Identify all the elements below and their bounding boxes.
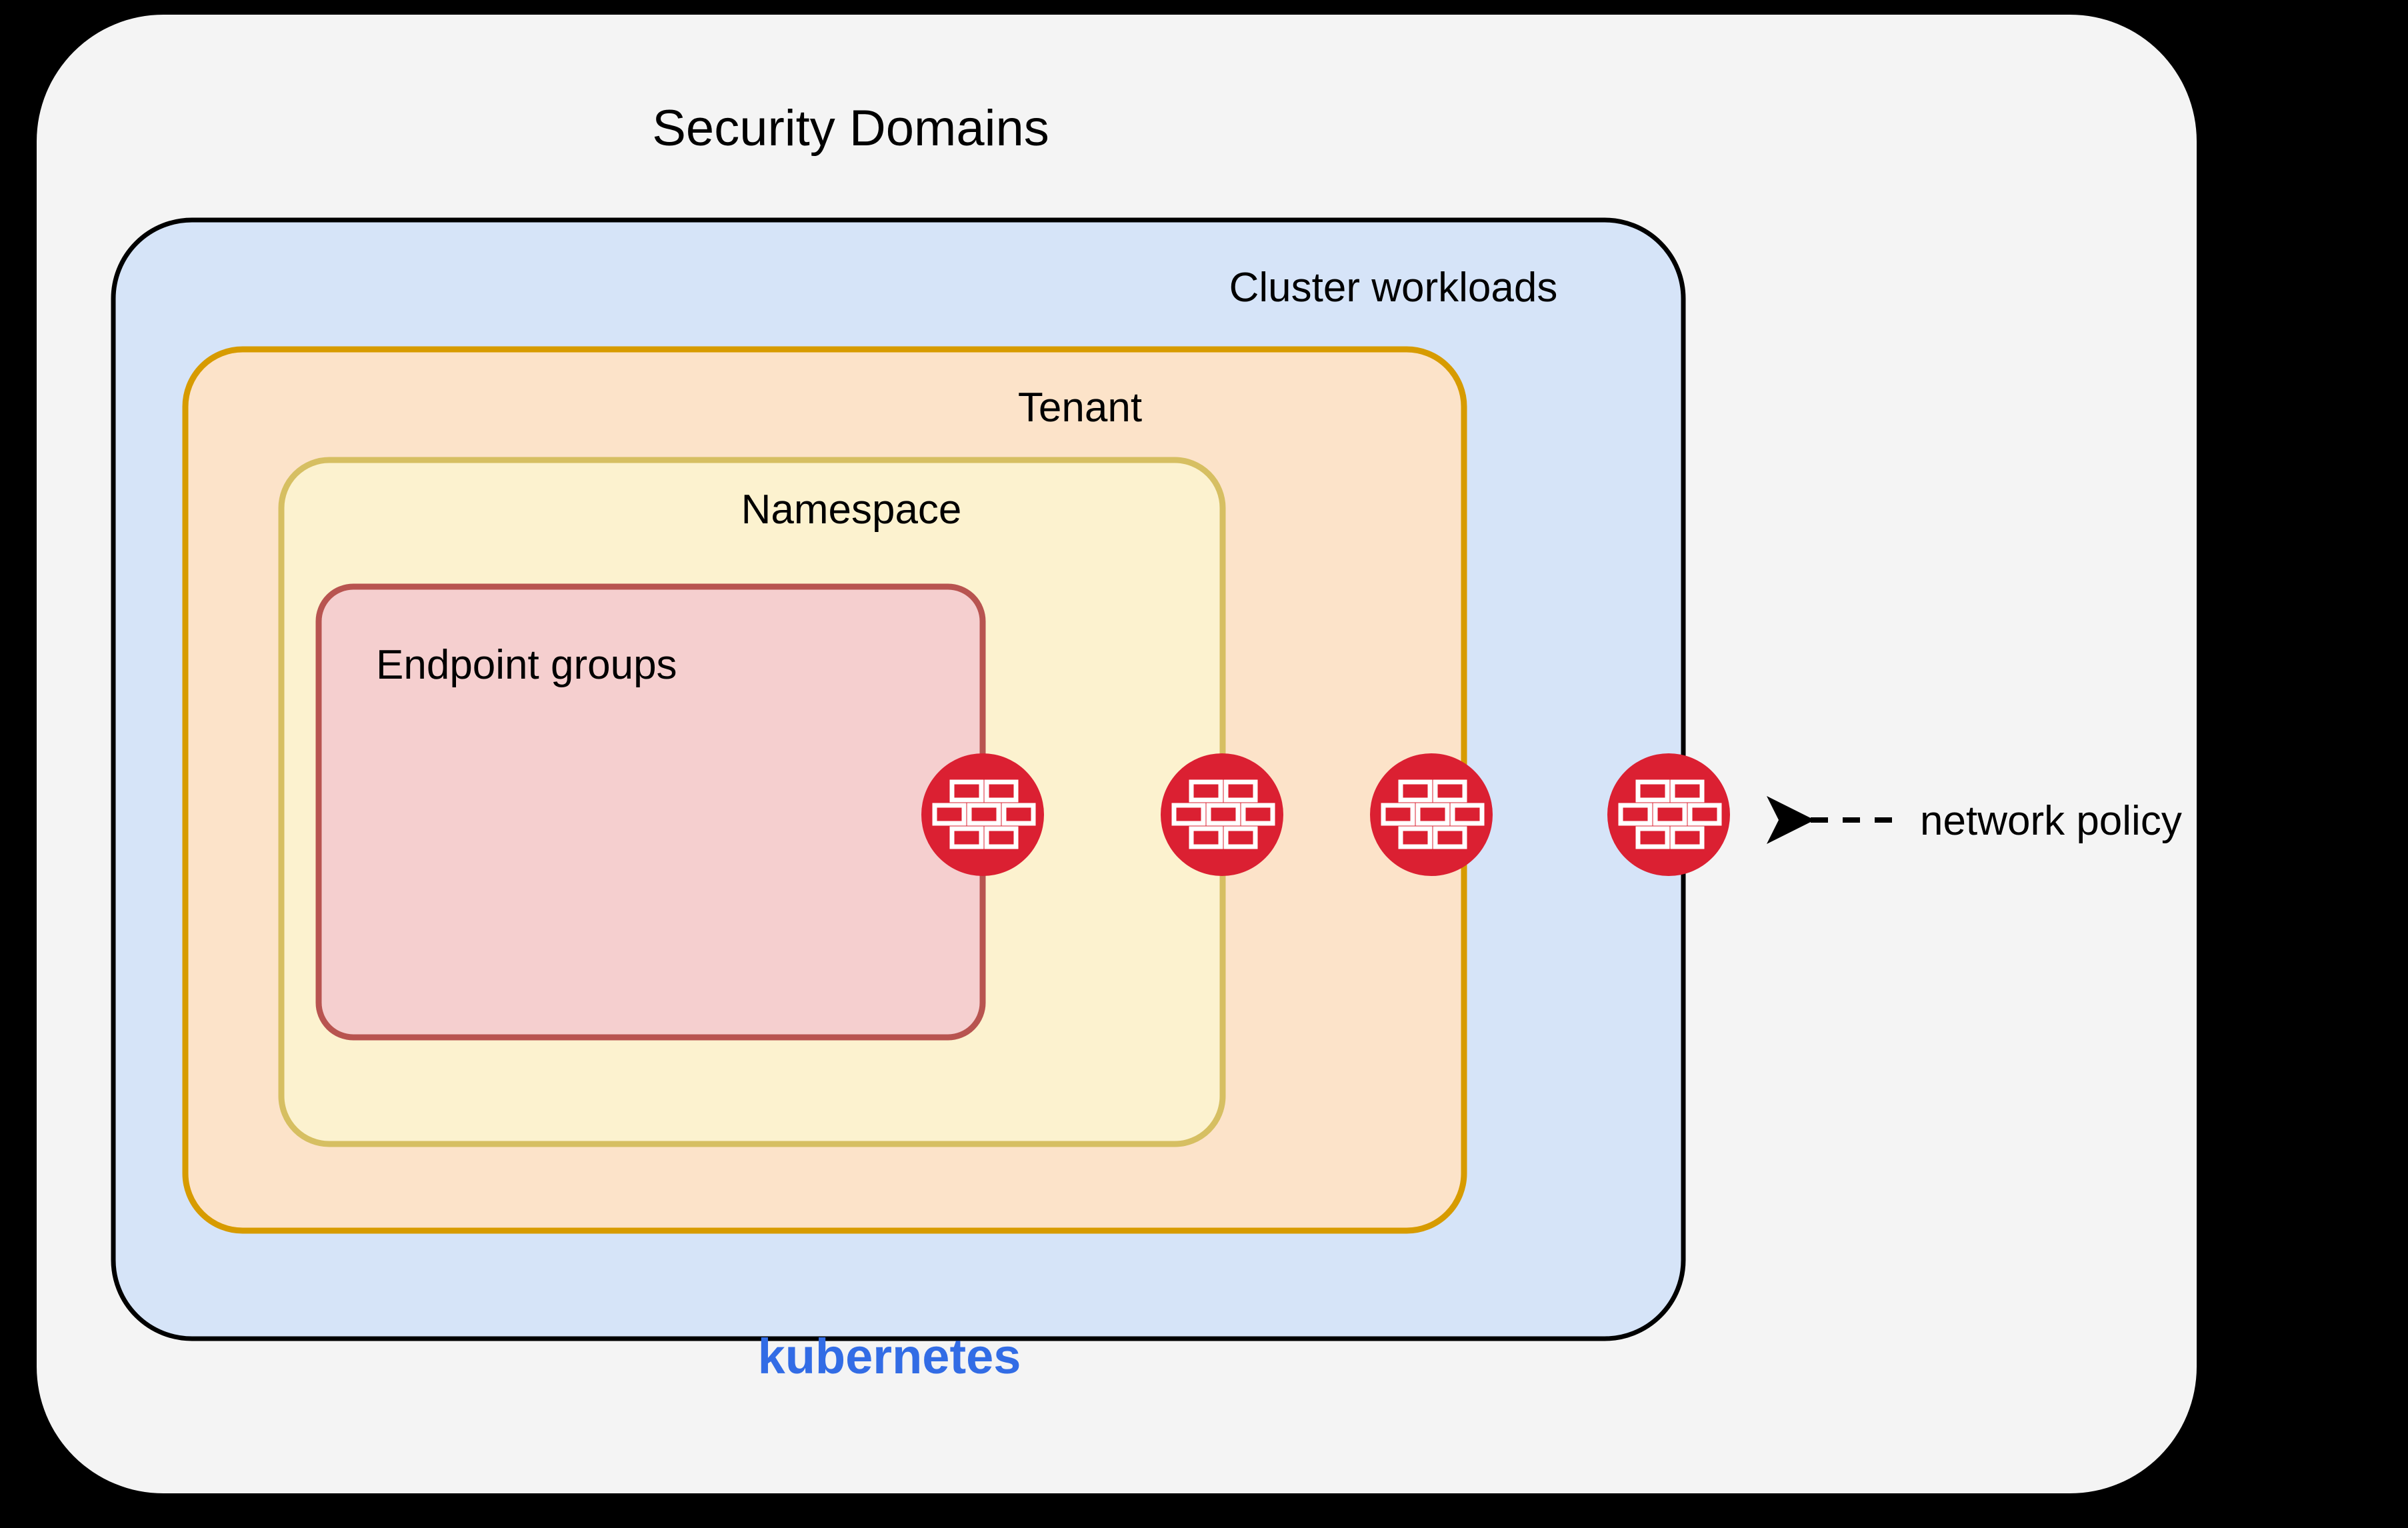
kubernetes-brand-label: kubernetes [758, 1329, 1021, 1384]
firewall-node-cluster-workloads[interactable] [1607, 753, 1730, 876]
label-namespace: Namespace [741, 487, 962, 533]
firewall-node-namespace[interactable] [1161, 753, 1283, 876]
label-cluster-workloads: Cluster workloads [1229, 265, 1558, 311]
label-endpoint-groups: Endpoint groups [376, 642, 677, 688]
label-tenant: Tenant [1018, 385, 1142, 431]
firewall-node-circle [1607, 753, 1730, 876]
firewall-node-circle [1161, 753, 1283, 876]
firewall-node-circle [1370, 753, 1493, 876]
page-title: Security Domains [652, 100, 1049, 157]
network-policy-annotation: network policy [1767, 796, 2182, 844]
firewall-node-endpoint-groups[interactable] [921, 753, 1044, 876]
firewall-node-circle [921, 753, 1044, 876]
firewall-node-tenant[interactable] [1370, 753, 1493, 876]
network-policy-label: network policy [1920, 798, 2182, 844]
